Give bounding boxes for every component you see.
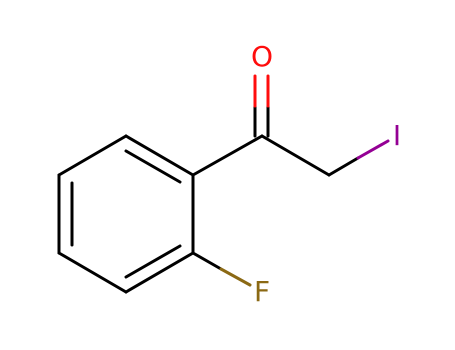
carbonyl-double-bond	[253, 74, 270, 138]
bond-alpha-iodine	[327, 139, 390, 177]
bond-cf-gold	[219, 267, 252, 287]
bond-c4-c5	[57, 251, 128, 294]
bond-ci-purple	[356, 139, 390, 160]
bond-cf-black	[191, 251, 223, 271]
bond-c1-c2	[124, 134, 195, 177]
bond-ring-fluorine	[191, 251, 252, 287]
benzene-ring	[57, 134, 195, 294]
bond-c5-c6-inner	[124, 244, 182, 279]
bond-ring-carbonyl	[191, 134, 264, 177]
bond-c5-c6	[124, 251, 195, 294]
bond-carbonyl-alpha	[260, 134, 331, 177]
bond-c1-c2-inner	[124, 149, 182, 184]
iodine-label: I	[393, 119, 401, 152]
bond-ci-black	[327, 156, 360, 177]
fluorine-label: F	[254, 275, 270, 308]
bond-c2-c3	[57, 134, 128, 177]
oxygen-label: O	[251, 40, 273, 73]
